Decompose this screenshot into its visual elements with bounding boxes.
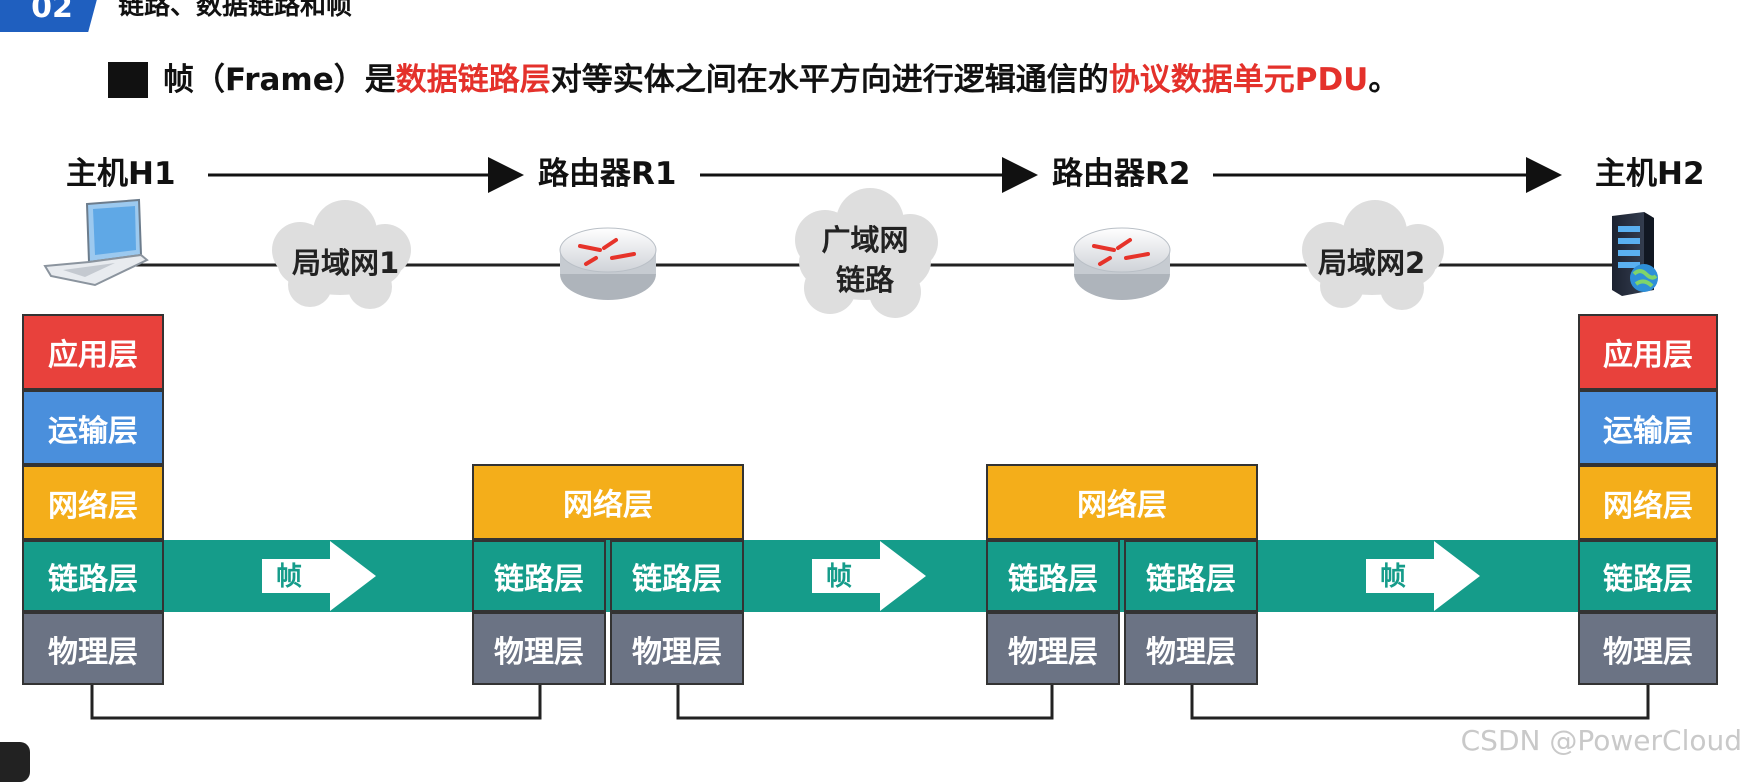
r1-network-layer: 网络层 [472,464,744,540]
network-diagram [22,157,1716,720]
r2-network-layer: 网络层 [986,464,1258,540]
bullet-square [108,62,148,98]
label-host1: 主机H1 [66,156,176,192]
physical-link-1 [90,683,542,720]
watermark: CSDN @PowerCloud [1460,724,1742,757]
h2-transport-layer: 运输层 [1578,390,1718,465]
r1-link-layer-right: 链路层 [610,540,744,612]
r1-physical-layer-left: 物理层 [472,612,606,685]
h2-physical-layer: 物理层 [1578,612,1718,685]
cloud-icon-lan1 [272,200,411,309]
definition-part1: 帧（Frame）是 [163,62,396,98]
label-router2: 路由器R2 [1052,156,1191,192]
definition-part2: 对等实体之间在水平方向进行逻辑通信的 [550,62,1109,98]
r2-link-layer-left: 链路层 [986,540,1120,612]
definition-highlight-pdu: 协议数据单元PDU [1108,62,1369,98]
server-icon [1612,212,1658,296]
h1-network-layer: 网络层 [22,465,164,540]
label-wan-line1: 广域网 [821,223,909,257]
h2-network-layer: 网络层 [1578,465,1718,540]
physical-link-2 [676,683,1054,720]
h1-link-layer: 链路层 [22,540,164,612]
section-number: 02 [31,0,73,25]
h1-transport-layer: 运输层 [22,390,164,465]
label-router1: 路由器R1 [538,156,677,192]
frame-arrow-3 [1366,541,1480,611]
frame-label-1: 帧 [276,562,303,592]
h1-application-layer: 应用层 [22,314,164,390]
frame-arrow-1 [262,541,376,611]
frame-label-2: 帧 [826,562,853,592]
cloud-icon-wan [795,188,938,318]
section-title: 链路、数据链路和帧 [118,0,353,21]
physical-link-3 [1190,683,1650,720]
cloud-icon-lan2 [1302,200,1444,310]
corner-mark [0,742,30,782]
label-lan2: 局域网2 [1318,246,1426,280]
r1-physical-layer-right: 物理层 [610,612,744,685]
r1-link-layer-left: 链路层 [472,540,606,612]
router-icon-r2 [1073,227,1171,300]
h2-application-layer: 应用层 [1578,314,1718,390]
definition-part3: 。 [1368,62,1400,98]
r2-link-layer-right: 链路层 [1124,540,1258,612]
definition-text: 帧（Frame）是数据链路层对等实体之间在水平方向进行逻辑通信的协议数据单元PD… [163,58,1399,102]
h1-physical-layer: 物理层 [22,612,164,685]
laptop-icon [43,198,149,287]
frame-arrow-2 [812,541,926,611]
label-lan1: 局域网1 [292,246,400,280]
definition-highlight-link-layer: 数据链路层 [395,62,551,98]
h2-link-layer: 链路层 [1578,540,1718,612]
r2-physical-layer-left: 物理层 [986,612,1120,685]
label-host2: 主机H2 [1595,156,1705,192]
label-wan-line2: 链路 [835,263,894,297]
router-icon-r1 [559,227,657,300]
frame-label-3: 帧 [1380,562,1407,592]
r2-physical-layer-right: 物理层 [1124,612,1258,685]
